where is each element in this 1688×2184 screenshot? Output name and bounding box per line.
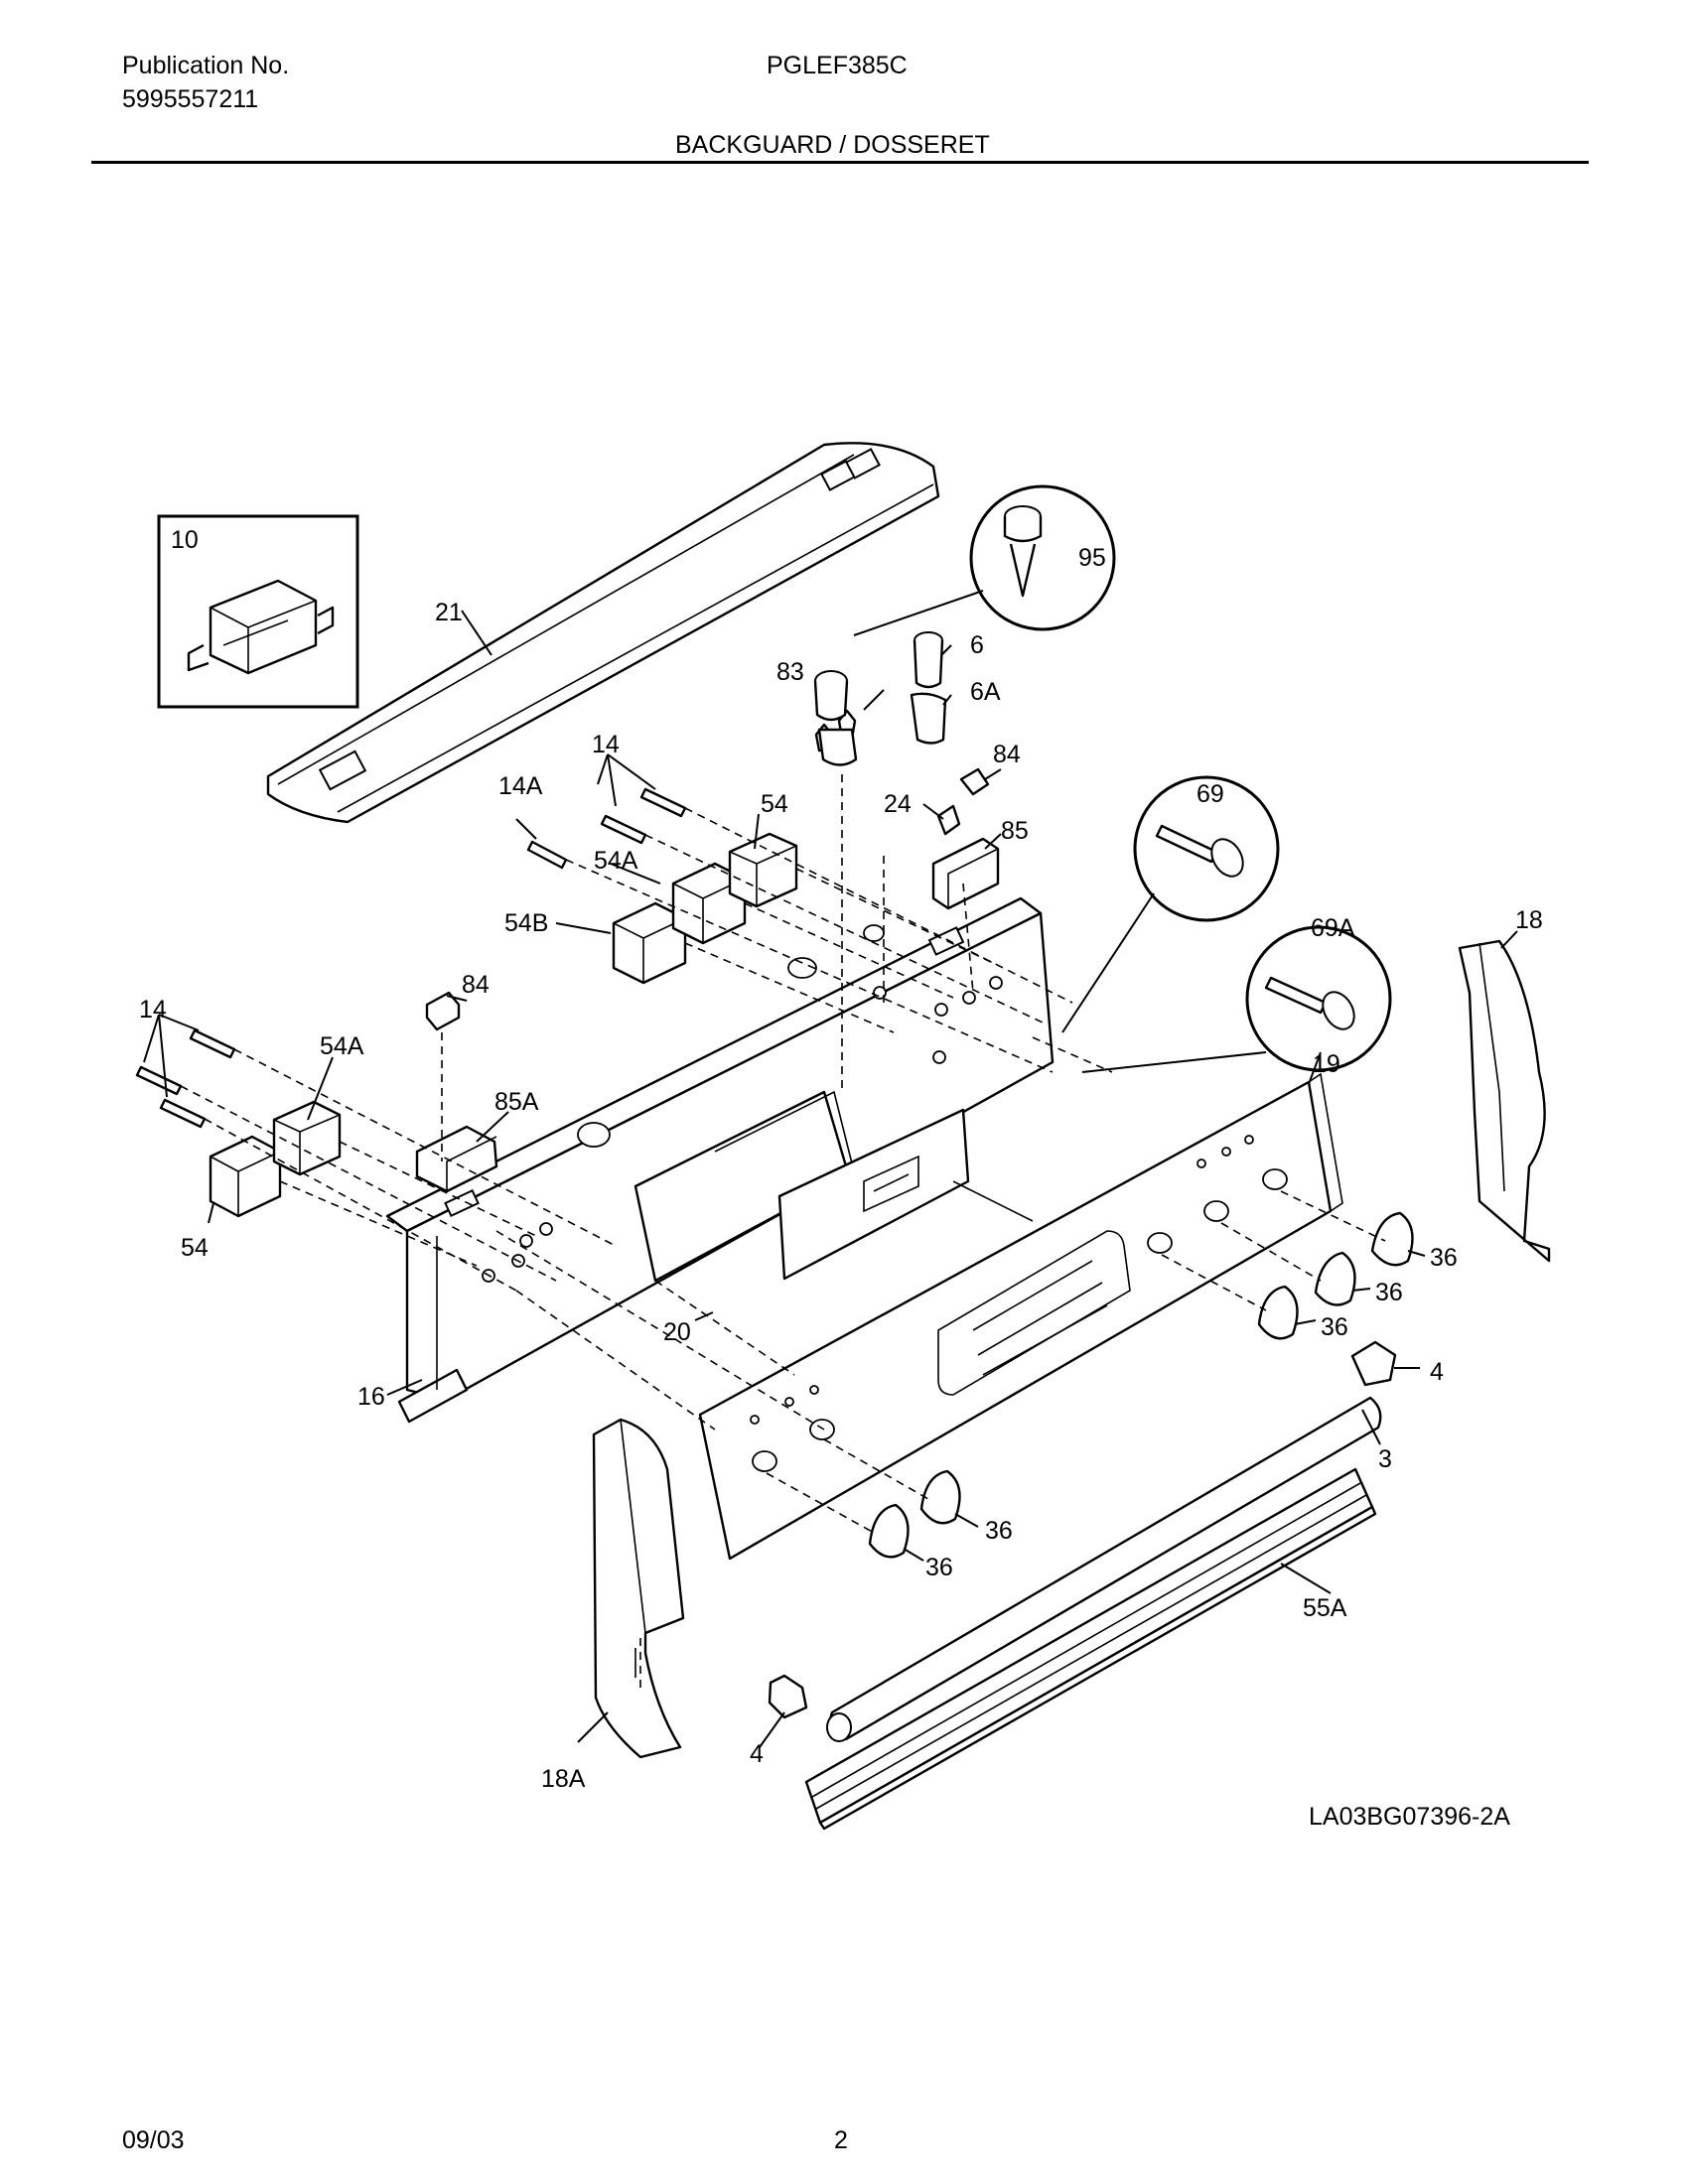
terminal-pins <box>135 787 687 1129</box>
callout-18a: 18A <box>541 1765 586 1793</box>
callout-55a: 55A <box>1303 1594 1347 1622</box>
callout-54-top: 54 <box>761 790 788 818</box>
callout-16: 16 <box>357 1383 385 1411</box>
callout-69: 69 <box>1196 780 1224 808</box>
callout-69a: 69A <box>1311 914 1355 942</box>
callout-36-c: 36 <box>1321 1313 1348 1341</box>
publication-number: 5995557211 <box>122 85 259 113</box>
assembly-lines <box>180 774 1386 1688</box>
callout-24: 24 <box>884 790 912 818</box>
callout-labels: 10 21 95 83 6 6A 14 14A 54 54A 54B 84 24… <box>139 526 1543 1793</box>
footer-page-number: 2 <box>834 2126 848 2154</box>
top-small-parts <box>415 631 1000 1193</box>
magnified-circles <box>853 484 1392 1073</box>
callout-36-d: 36 <box>985 1517 1013 1545</box>
part-18a-side-trim <box>592 1418 685 1759</box>
header-rule <box>91 161 1589 164</box>
callout-4-left: 4 <box>750 1740 764 1768</box>
footer-date: 09/03 <box>122 2126 185 2154</box>
part-18-side-trim <box>1458 939 1551 1263</box>
callout-18: 18 <box>1515 906 1543 934</box>
infinite-switches <box>209 832 798 1218</box>
callout-85a: 85A <box>494 1088 539 1116</box>
drawing-id: LA03BG07396-2A <box>1309 1803 1510 1831</box>
callout-19: 19 <box>1313 1050 1340 1078</box>
callout-21: 21 <box>435 599 463 626</box>
part-19-control-panel <box>698 1072 1343 1561</box>
part-20-control-board <box>777 1108 1034 1281</box>
callout-54-left: 54 <box>181 1234 209 1262</box>
callout-6: 6 <box>970 631 984 659</box>
callout-36-b: 36 <box>1375 1279 1403 1306</box>
callout-4-right: 4 <box>1430 1358 1444 1386</box>
leader-lines <box>143 610 1518 1748</box>
model-number: PGLEF385C <box>767 52 908 79</box>
callout-36-a: 36 <box>1430 1244 1458 1272</box>
part-16-backguard-panel <box>385 896 1055 1424</box>
callout-84-top: 84 <box>993 741 1021 768</box>
callout-3: 3 <box>1378 1445 1392 1473</box>
callout-83: 83 <box>776 658 804 686</box>
part-21-top-trim <box>266 442 940 824</box>
part-55a-lamp-shield <box>804 1467 1377 1831</box>
callout-54a-top: 54A <box>594 847 638 875</box>
callout-84-left: 84 <box>462 971 490 999</box>
lamp-assembly <box>768 1340 1397 1742</box>
knobs-36 <box>868 1211 1414 1559</box>
callout-14a: 14A <box>498 772 543 800</box>
section-title: BACKGUARD / DOSSERET <box>675 131 990 159</box>
callout-54a-left: 54A <box>320 1032 364 1060</box>
callout-36-e: 36 <box>925 1554 953 1581</box>
callout-95: 95 <box>1078 544 1106 572</box>
callout-85: 85 <box>1001 817 1029 845</box>
callout-20: 20 <box>663 1318 691 1346</box>
callout-54b: 54B <box>504 909 548 937</box>
callout-6a: 6A <box>970 678 1001 706</box>
publication-label: Publication No. <box>122 52 290 79</box>
callout-14-left: 14 <box>139 996 167 1024</box>
callout-10: 10 <box>171 526 199 554</box>
part-10-inset <box>157 514 359 709</box>
callout-14-top: 14 <box>592 731 620 758</box>
